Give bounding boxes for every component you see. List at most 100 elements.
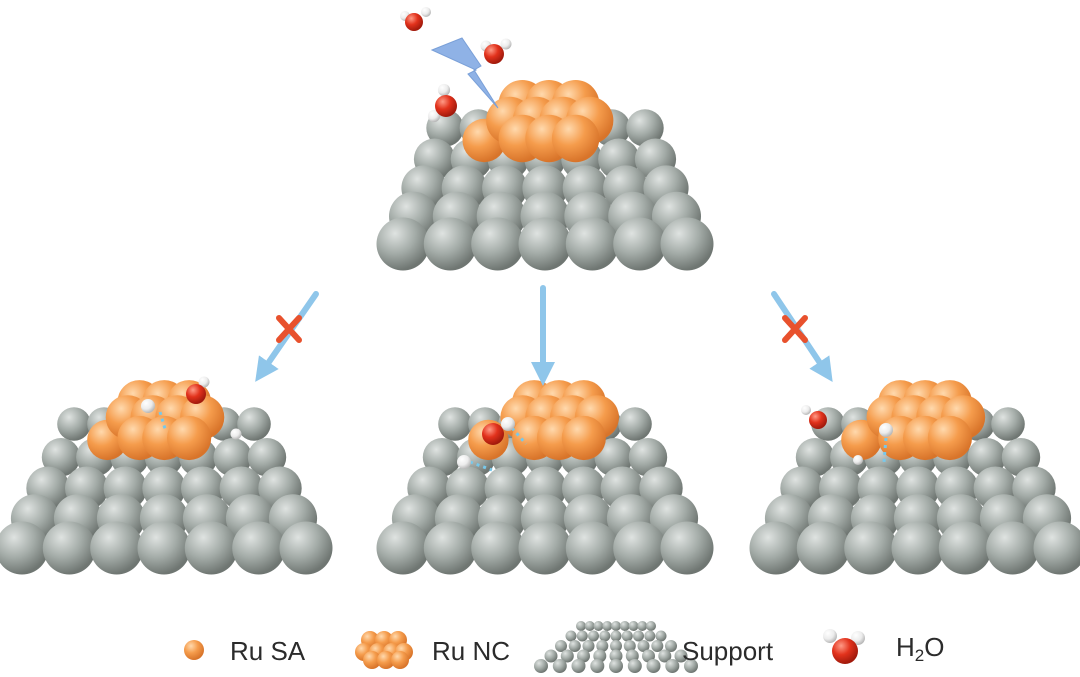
support-slab-left: [0, 380, 333, 575]
support-atom: [644, 630, 656, 642]
support-atom: [184, 521, 238, 575]
legend-label-h2o: H2O: [896, 632, 945, 665]
support-atom: [584, 621, 595, 631]
support-atom: [609, 659, 623, 673]
support-atom: [565, 217, 619, 271]
support-atom: [1033, 521, 1080, 575]
support-atom: [90, 521, 144, 575]
support-atom: [628, 621, 639, 631]
support-atom: [0, 521, 49, 575]
support-atom: [602, 621, 613, 631]
support-atom: [576, 630, 588, 642]
support-atom: [613, 521, 667, 575]
support-atom: [613, 217, 667, 271]
hydrogen-atom: [421, 7, 431, 17]
support-atom: [471, 217, 525, 271]
support-atom: [42, 521, 96, 575]
support-atom: [555, 640, 567, 652]
hydrogen-atom: [501, 417, 515, 431]
support-atom: [582, 640, 595, 652]
hydrogen-atom: [801, 405, 811, 415]
ru-nanocluster-atom: [167, 415, 212, 461]
ru-nanocluster-atom: [927, 415, 973, 461]
hydrogen-atom: [427, 109, 441, 123]
cross-icon-left: [276, 315, 302, 343]
support-atom: [684, 659, 698, 673]
support-atom: [938, 521, 992, 575]
oxygen-atom: [186, 384, 206, 404]
support-atom: [627, 659, 642, 673]
support-atom: [749, 521, 803, 575]
support-atom: [618, 407, 652, 441]
legend-label-support: Support: [682, 636, 774, 666]
hydrogen-atom: [141, 399, 155, 413]
support-atom: [534, 659, 548, 673]
water-molecule-right: [801, 405, 893, 465]
hydrogen-atom: [879, 423, 893, 437]
support-atom: [560, 649, 574, 663]
support-atom: [665, 640, 677, 652]
support-atom: [518, 217, 572, 271]
support-atom: [576, 621, 586, 631]
water-molecule-left: [141, 376, 242, 440]
support-atom: [626, 109, 664, 147]
water-molecules-top: [400, 7, 512, 123]
support-atom: [623, 640, 636, 652]
support-atom: [610, 640, 622, 652]
support-atom: [609, 649, 623, 663]
support-atom: [646, 659, 661, 673]
legend-water-icon: [823, 629, 865, 664]
support-atom: [674, 649, 688, 663]
hydrogen-atom: [437, 83, 451, 97]
support-atom: [552, 659, 567, 673]
support-slab-right: [749, 380, 1080, 575]
support-atom: [844, 521, 898, 575]
support-atom: [471, 521, 525, 575]
support-atom: [376, 217, 430, 271]
support-atom: [655, 630, 667, 642]
cross-icon-right: [782, 315, 808, 343]
support-atom: [137, 521, 191, 575]
support-atom: [279, 521, 333, 575]
support-atom: [986, 521, 1040, 575]
support-atom: [590, 659, 605, 673]
support-atom: [593, 621, 604, 631]
support-atom: [237, 407, 271, 441]
support-slab-middle: [376, 380, 714, 575]
legend-support-icon: [534, 621, 698, 673]
lightning-bolt-icon: [430, 37, 499, 109]
support-atom: [658, 649, 672, 663]
hydrogen-atom: [230, 428, 242, 440]
hydrogen-atom: [198, 376, 210, 388]
hydrogen-atom: [457, 455, 471, 469]
support-atom: [665, 659, 680, 673]
support-atom: [991, 407, 1025, 441]
oxygen-atom: [484, 44, 504, 64]
support-atom: [518, 521, 572, 575]
support-atom: [565, 630, 577, 642]
support-atom: [568, 640, 581, 652]
hydrogen-atom: [853, 455, 863, 465]
support-atom: [891, 521, 945, 575]
legend-ru-sa-icon: [184, 640, 204, 660]
ru-nanocluster-atom: [561, 415, 606, 461]
support-atom: [660, 217, 714, 271]
support-atom: [621, 630, 633, 642]
support-atom: [651, 640, 664, 652]
ru-nanocluster-atom: [377, 651, 395, 669]
support-atom: [571, 659, 586, 673]
support-atom: [646, 621, 656, 631]
legend: [184, 621, 865, 673]
support-atom: [619, 621, 630, 631]
legend-ru-nc-icon: [355, 631, 413, 669]
support-atom: [660, 521, 714, 575]
support-atom: [637, 621, 648, 631]
support-atom: [596, 640, 609, 652]
support-atom: [232, 521, 286, 575]
support-atom: [610, 630, 622, 642]
support-atom: [376, 521, 430, 575]
oxygen-atom: [482, 423, 504, 445]
legend-label-ru-sa: Ru SA: [230, 636, 306, 666]
oxygen-atom: [435, 95, 457, 117]
